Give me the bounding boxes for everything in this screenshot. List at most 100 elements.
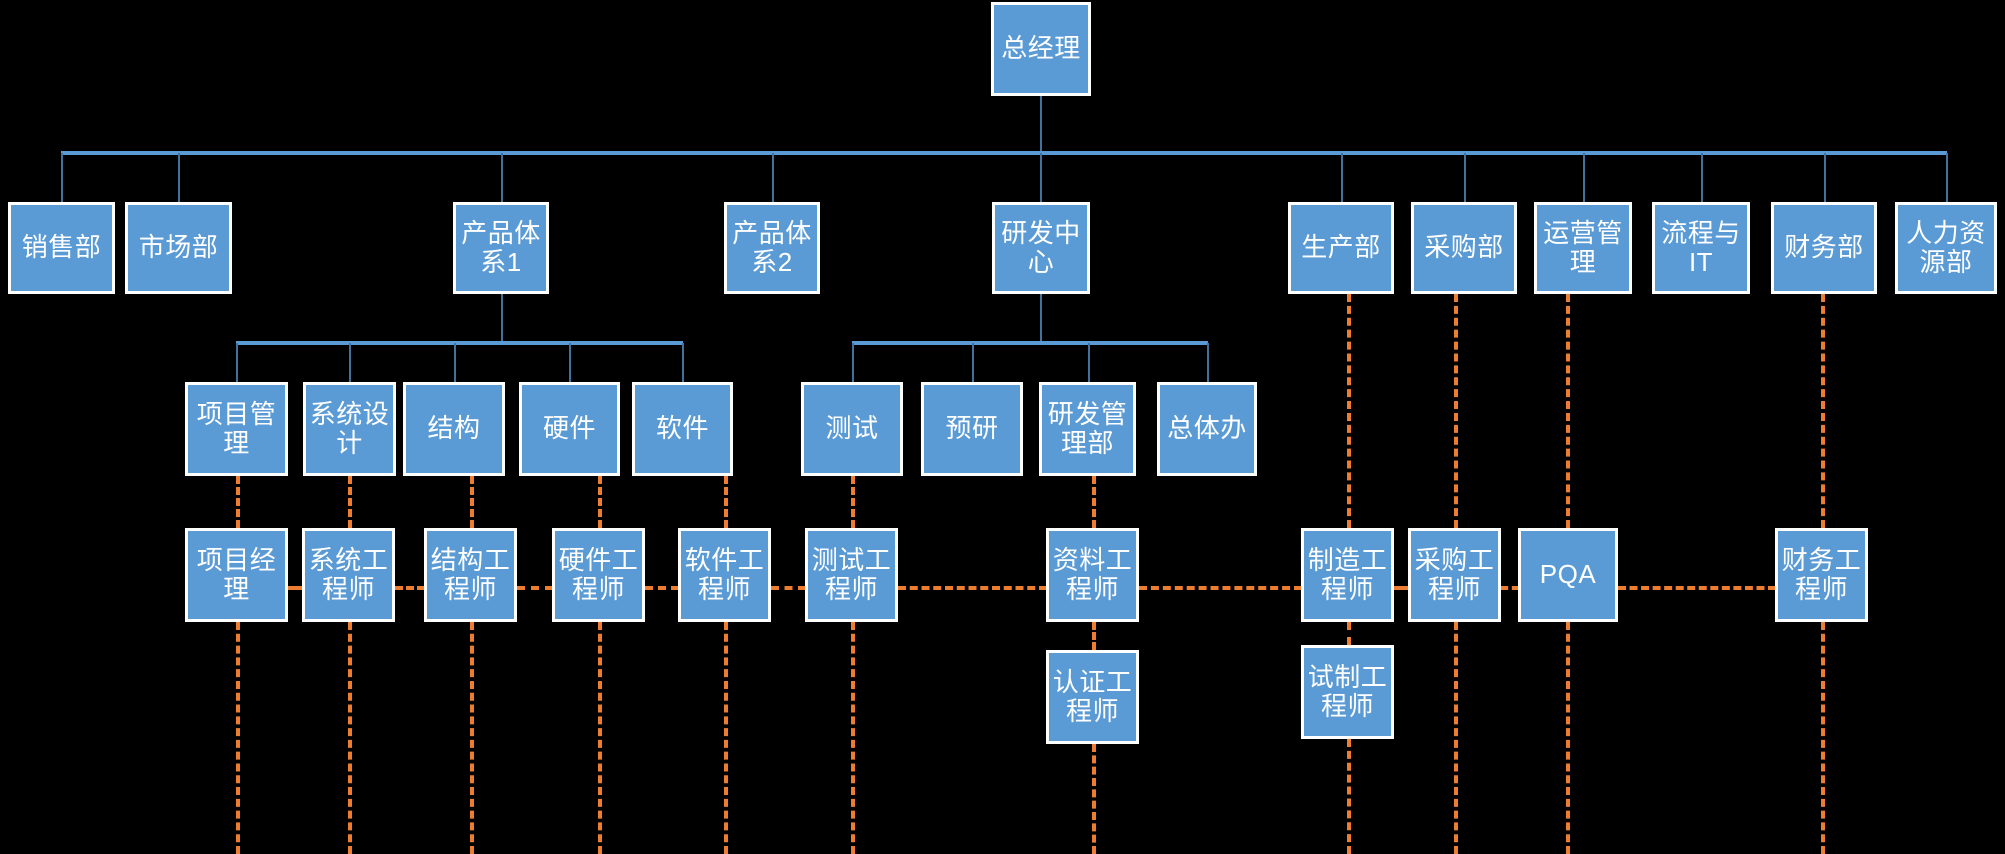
connector-to-rndmgmt [1088, 343, 1090, 382]
node-marketing-dept[interactable]: 市场部 [125, 202, 232, 294]
node-rnd-center[interactable]: 研发中心 [992, 202, 1090, 294]
node-label: 研发管理部 [1047, 398, 1128, 458]
dashed-bus-roles-6 [898, 586, 1047, 590]
connector-level2-bus [61, 151, 1947, 155]
dashed-connector-test [851, 476, 855, 528]
dashed-connector-pm [236, 476, 240, 528]
node-label: 产品体系1 [461, 217, 541, 277]
dashed-connector-finance [1821, 294, 1825, 528]
dashed-tail-structeng [470, 622, 474, 854]
node-structure[interactable]: 结构 [403, 382, 505, 476]
node-hardware[interactable]: 硬件 [519, 382, 620, 476]
dashed-tail-pqa [1566, 622, 1570, 854]
connector-to-software [682, 343, 684, 382]
dashed-connector-sysdesign [348, 476, 352, 528]
node-label: 采购工程师 [1414, 544, 1495, 604]
node-pqa[interactable]: PQA [1518, 528, 1618, 622]
dashed-tail-pilot [1347, 739, 1351, 854]
node-general-manager[interactable]: 总经理 [991, 2, 1091, 96]
node-production-dept[interactable]: 生产部 [1288, 202, 1394, 294]
node-label: 项目经理 [196, 544, 277, 604]
dashed-tail-fineng [1821, 622, 1825, 854]
node-structure-engineer[interactable]: 结构工程师 [424, 528, 517, 622]
dashed-bus-roles-3 [517, 586, 553, 590]
node-label: 财务工程师 [1781, 544, 1862, 604]
node-label: 制造工程师 [1307, 544, 1388, 604]
dashed-bus-roles-4 [645, 586, 679, 590]
node-pre-research[interactable]: 预研 [921, 382, 1023, 476]
node-label: 销售部 [21, 232, 102, 263]
node-label: 产品体系2 [732, 217, 812, 277]
node-label: 流程与IT [1661, 217, 1741, 277]
connector-to-product1 [501, 153, 503, 202]
node-purchasing-engineer[interactable]: 采购工程师 [1408, 528, 1501, 622]
node-hardware-engineer[interactable]: 硬件工程师 [552, 528, 645, 622]
node-label: 人力资源部 [1906, 217, 1986, 277]
dashed-bus-roles-9 [1501, 586, 1519, 590]
node-label: 总体办 [1167, 413, 1247, 444]
dashed-connector-operations-pqa [1566, 294, 1570, 528]
node-operations-management[interactable]: 运营管理 [1534, 202, 1632, 294]
node-system-design[interactable]: 系统设计 [303, 382, 396, 476]
node-label: 试制工程师 [1307, 661, 1388, 721]
dashed-connector-hardware [598, 476, 602, 528]
node-finance-dept[interactable]: 财务部 [1771, 202, 1877, 294]
node-certification-engineer[interactable]: 认证工程师 [1046, 650, 1139, 744]
node-human-resources-dept[interactable]: 人力资源部 [1895, 202, 1997, 294]
node-label: 市场部 [138, 232, 219, 263]
node-label: 采购部 [1424, 232, 1504, 263]
node-label: 认证工程师 [1052, 666, 1133, 726]
connector-to-sales [61, 153, 63, 202]
node-product-system-2[interactable]: 产品体系2 [724, 202, 820, 294]
node-label: PQA [1539, 559, 1597, 590]
node-label: 系统设计 [309, 398, 390, 458]
node-label: 结构 [427, 413, 481, 444]
dashed-tail-purcheng [1454, 622, 1458, 854]
node-general-office[interactable]: 总体办 [1157, 382, 1257, 476]
node-label: 软件工程师 [684, 544, 765, 604]
node-product-system-1[interactable]: 产品体系1 [453, 202, 549, 294]
node-project-management[interactable]: 项目管理 [185, 382, 288, 476]
node-label: 运营管理 [1543, 217, 1623, 277]
dashed-connector-doceng-certeng [1092, 622, 1096, 650]
node-manufacturing-engineer[interactable]: 制造工程师 [1301, 528, 1394, 622]
node-software[interactable]: 软件 [632, 382, 733, 476]
node-label: 预研 [945, 413, 999, 444]
node-software-engineer[interactable]: 软件工程师 [678, 528, 771, 622]
dashed-bus-roles-7 [1139, 586, 1302, 590]
connector-to-rnd [1040, 153, 1042, 202]
node-label: 测试工程师 [811, 544, 892, 604]
connector-to-operations [1583, 153, 1585, 202]
node-system-engineer[interactable]: 系统工程师 [302, 528, 395, 622]
node-label: 总经理 [1001, 33, 1081, 64]
node-label: 硬件工程师 [558, 544, 639, 604]
connector-to-finance [1824, 153, 1826, 202]
connector-rnd-bus [852, 341, 1208, 345]
connector-to-product2 [772, 153, 774, 202]
node-purchasing-dept[interactable]: 采购部 [1411, 202, 1517, 294]
dashed-tail-sweng [724, 622, 728, 854]
node-project-manager[interactable]: 项目经理 [185, 528, 288, 622]
connector-to-preresearch [972, 343, 974, 382]
dashed-connector-structure [470, 476, 474, 528]
node-documentation-engineer[interactable]: 资料工程师 [1046, 528, 1139, 622]
connector-to-sysdesign [349, 343, 351, 382]
node-label: 软件 [655, 413, 709, 444]
node-pilot-production-engineer[interactable]: 试制工程师 [1301, 645, 1394, 739]
connector-to-test [852, 343, 854, 382]
dashed-tail-hweng [598, 622, 602, 854]
node-label: 测试 [825, 413, 879, 444]
connector-to-marketing [178, 153, 180, 202]
node-process-and-it[interactable]: 流程与IT [1652, 202, 1750, 294]
connector-product1-down [501, 294, 503, 343]
dashed-bus-roles-1 [288, 586, 303, 590]
node-test-engineer[interactable]: 测试工程师 [805, 528, 898, 622]
dashed-tail-certeng [1092, 744, 1096, 854]
node-testing[interactable]: 测试 [801, 382, 903, 476]
dashed-tail-testeng [851, 622, 855, 854]
connector-to-structure [454, 343, 456, 382]
node-rnd-management-dept[interactable]: 研发管理部 [1039, 382, 1136, 476]
node-finance-engineer[interactable]: 财务工程师 [1775, 528, 1868, 622]
node-sales-dept[interactable]: 销售部 [8, 202, 115, 294]
